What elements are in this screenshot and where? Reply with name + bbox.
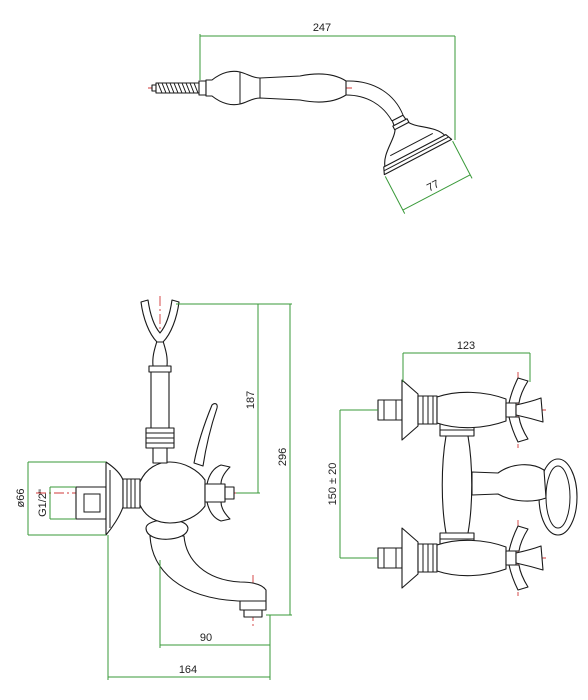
handle-cap (224, 486, 235, 500)
label-plate-diameter: ø66 (15, 489, 27, 508)
spout-base (145, 519, 189, 540)
upper-valve (377, 377, 544, 443)
wall-pipe-inner (83, 493, 101, 513)
label-hand-shower-length: 247 (313, 22, 331, 34)
label-head-diameter: 77 (425, 178, 441, 194)
side-view: ø66 G1/2" 187 296 90 164 (15, 296, 292, 680)
upper-pipe-stub (377, 399, 403, 421)
dimension-thread (49, 486, 76, 520)
wall-plate (105, 461, 124, 536)
column-neck (152, 446, 168, 464)
lower-flange (401, 527, 419, 589)
label-overall-depth: 164 (179, 664, 197, 676)
upper-handle-hub (505, 402, 517, 418)
dimension-overall-depth (107, 535, 271, 680)
spout-top-view (471, 464, 547, 502)
dimension-plate-diameter (27, 461, 106, 536)
shower-head-collar (392, 118, 410, 131)
label-thread: G1/2" (37, 489, 49, 517)
dimension-spout-reach (159, 560, 270, 648)
handle-ring-lines (239, 72, 261, 104)
hand-shower: 77 247 (148, 22, 473, 214)
lower-nut-ridges (422, 544, 434, 572)
handle-hub (204, 483, 226, 503)
wall-pipe (75, 486, 107, 520)
nut-ridges (126, 479, 136, 508)
diverter-lever (193, 403, 218, 467)
lower-pipe-lines (383, 548, 397, 568)
mixer-body (139, 461, 206, 524)
shower-head-rib (390, 133, 434, 157)
dimension-handle-span (402, 352, 531, 382)
lower-handle-arm-top (508, 525, 529, 552)
lower-pipe-stub (377, 547, 403, 569)
holder-ring (148, 365, 172, 373)
collar-ridges (146, 432, 174, 444)
hose-coil-lines (157, 82, 199, 94)
spout (149, 535, 267, 602)
shower-handle (205, 70, 347, 106)
handle-arm-top (206, 464, 231, 485)
label-handle-span: 123 (457, 340, 475, 352)
lower-handle-hub (505, 550, 517, 566)
label-spout-reach: 90 (200, 632, 212, 644)
holder-column (150, 371, 170, 429)
mixer-column (441, 435, 473, 534)
upper-pipe-lines (383, 400, 397, 420)
shower-neck-outer (345, 80, 404, 116)
handle-arm-bottom (206, 501, 231, 522)
upper-handle-arm-top (508, 377, 529, 404)
aerator (243, 609, 263, 618)
label-holder-height: 187 (245, 391, 257, 409)
shower-neck-inner (345, 94, 393, 122)
spout-outlet (239, 600, 267, 611)
lower-handle-arm-front (515, 545, 544, 571)
hose-connector (198, 80, 207, 96)
upper-handle-arm-bottom (508, 416, 529, 443)
lower-valve (377, 525, 544, 591)
front-view: 123 150 ± 20 (327, 340, 578, 596)
shower-head: 77 (383, 114, 473, 214)
dimension-hand-shower-length (199, 34, 456, 140)
collar-lines (440, 429, 474, 540)
upper-nut-ridges (422, 396, 434, 424)
upper-flange (401, 379, 419, 441)
label-overall-height: 296 (277, 448, 289, 466)
label-center-distance: 150 ± 20 (327, 463, 339, 506)
shower-head-body (384, 114, 446, 168)
holder-stem (152, 340, 168, 367)
dimension-center-distance (339, 409, 378, 559)
dimension-head-diameter (384, 140, 473, 214)
upper-handle-arm-front (515, 397, 544, 423)
dimension-holder-height (176, 303, 292, 494)
upper-valve-body (436, 391, 507, 429)
lower-valve-body (436, 539, 507, 577)
shower-head-face-line (384, 136, 449, 172)
shower-holder-hook (140, 299, 180, 343)
lower-handle-arm-bottom (508, 564, 529, 591)
